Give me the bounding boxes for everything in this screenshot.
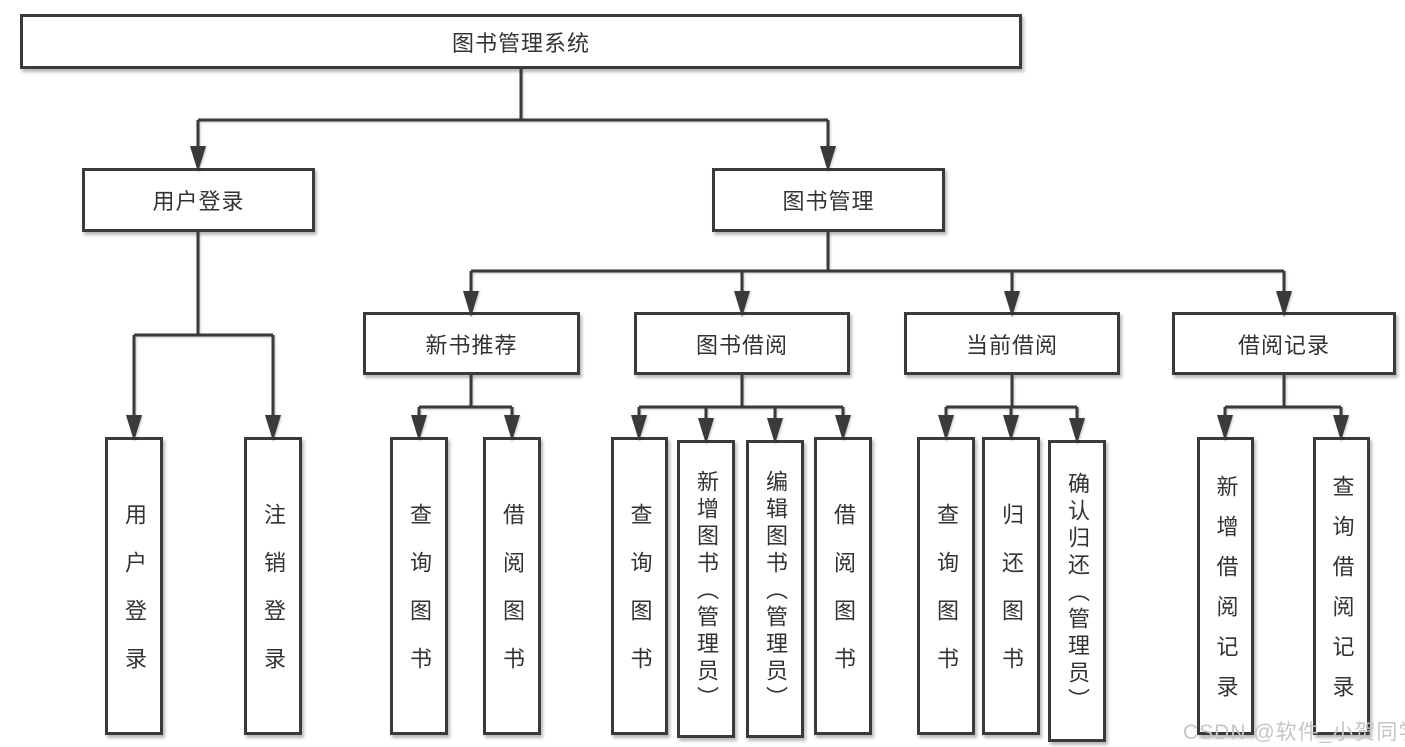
connector-borrowing-to-leaves	[631, 375, 851, 444]
node-library-system: 图书管理系统	[20, 14, 1022, 69]
node-borrowing-records: 借阅记录	[1172, 312, 1396, 375]
leaf-borrow-books-recommend: 借阅图书	[483, 437, 541, 735]
leaf-user-login: 用户登录	[105, 437, 163, 735]
leaf-query-books-recommend: 查询图书	[390, 437, 448, 735]
node-new-book-recommend: 新书推荐	[363, 312, 580, 375]
csdn-watermark: CSDN @软件_小贺同学	[1183, 721, 1405, 744]
node-user-login-module: 用户登录	[82, 168, 315, 232]
leaf-confirm-return-admin: 确认归还（管理员）	[1048, 440, 1106, 742]
connector-recommend-to-leaves	[411, 375, 520, 441]
connector-user-login-to-leaves	[126, 232, 281, 441]
leaf-add-books-admin: 新增图书（管理员）	[677, 440, 735, 738]
leaf-logout: 注销登录	[244, 437, 302, 735]
connector-root-to-level2	[190, 69, 836, 172]
node-book-borrowing: 图书借阅	[634, 312, 850, 375]
leaf-add-borrow-record: 新增借阅记录	[1197, 437, 1254, 735]
leaf-return-books: 归还图书	[982, 437, 1040, 735]
connector-records-to-leaves	[1217, 375, 1349, 441]
node-book-management-module: 图书管理	[712, 168, 945, 232]
leaf-query-books-borrowing: 查询图书	[611, 437, 668, 735]
leaf-edit-books-admin: 编辑图书（管理员）	[746, 440, 804, 738]
node-current-borrowing: 当前借阅	[904, 312, 1120, 375]
connector-book-management-to-level3	[463, 232, 1292, 317]
connector-current-to-leaves	[938, 375, 1085, 444]
leaf-query-borrow-record: 查询借阅记录	[1313, 437, 1370, 735]
leaf-borrow-books-borrowing: 借阅图书	[814, 437, 872, 735]
leaf-query-books-current: 查询图书	[917, 437, 975, 735]
